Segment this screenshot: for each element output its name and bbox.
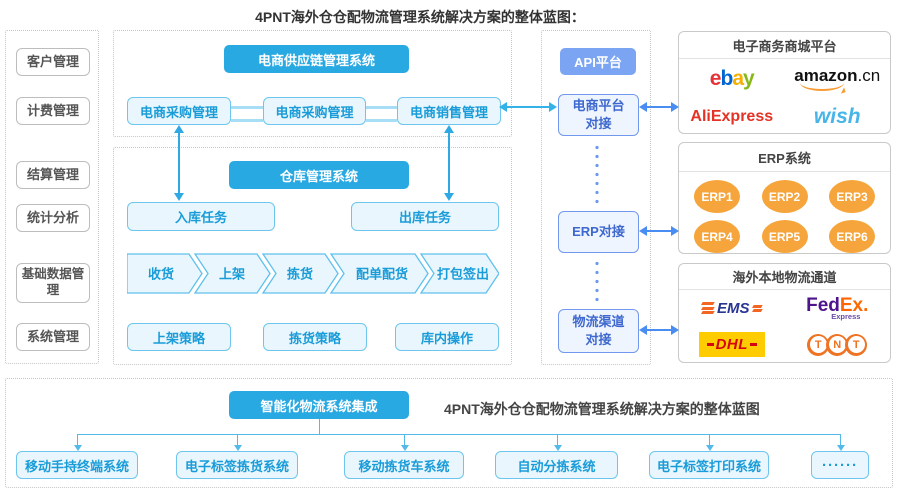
wish-logo: wish bbox=[813, 105, 861, 129]
supply-chain-header: 电商供应链管理系统 bbox=[224, 45, 409, 73]
mall-platforms-panel: 电子商务商城平台 ebay amazon.cn AliExpress wish bbox=[678, 31, 891, 134]
tree-drop-arrow bbox=[73, 434, 82, 451]
sidebar-item-statistics: 统计分析 bbox=[16, 204, 90, 232]
inwarehouse-ops-box: 库内操作 bbox=[395, 323, 499, 351]
erp-node: ERP2 bbox=[761, 180, 808, 213]
sales-mgmt-box: 电商销售管理 bbox=[397, 97, 501, 125]
api-logistics-arrow bbox=[639, 325, 679, 335]
flow-step-receive: 收货 bbox=[148, 267, 174, 282]
warehouse-panel: 仓库管理系统 入库任务 出库任务 收货 上架 拣货 配单配货 打包签出 上架策略… bbox=[113, 147, 512, 365]
erp-systems-header: ERP系统 bbox=[679, 143, 890, 172]
sidebar-item-basic-data: 基础数据管理 bbox=[16, 263, 90, 303]
erp-docking-box: ERP对接 bbox=[558, 211, 639, 253]
api-platform-header: API平台 bbox=[560, 48, 636, 75]
sidebar-panel: 客户管理 计费管理 结算管理 统计分析 基础数据管理 系统管理 bbox=[5, 30, 99, 364]
erp-systems-panel: ERP系统 ERP1 ERP2 ERP3 ERP4 ERP5 ERP6 bbox=[678, 142, 891, 254]
logistics-channels-header: 海外本地物流通道 bbox=[679, 264, 890, 290]
fedex-logo: FedEx. Express bbox=[806, 294, 869, 321]
outbound-task-box: 出库任务 bbox=[351, 202, 499, 231]
logistics-logos-grid: EMS FedEx. Express DHL T N T bbox=[679, 290, 890, 363]
inbound-task-box: 入库任务 bbox=[127, 202, 275, 231]
auto-sorting-box: 自动分拣系统 bbox=[495, 451, 618, 479]
aliexpress-logo: AliExpress bbox=[690, 107, 774, 125]
erp-node: ERP4 bbox=[694, 220, 740, 253]
ecommerce-docking-box: 电商平台对接 bbox=[558, 94, 639, 136]
dotted-connector bbox=[595, 259, 599, 305]
logistics-docking-box: 物流渠道对接 bbox=[558, 309, 639, 353]
flow-step-pack: 打包签出 bbox=[437, 267, 489, 282]
ems-logo: EMS bbox=[701, 300, 763, 317]
sidebar-item-system: 系统管理 bbox=[16, 323, 90, 351]
mobile-picking-cart-box: 移动拣货车系统 bbox=[344, 451, 464, 479]
etag-picking-box: 电子标签拣货系统 bbox=[176, 451, 298, 479]
erp-node: ERP1 bbox=[694, 180, 740, 213]
ebay-logo: ebay bbox=[709, 67, 755, 91]
erp-node: ERP3 bbox=[829, 180, 875, 213]
sidebar-item-settlement: 结算管理 bbox=[16, 161, 90, 189]
api-erp-arrow bbox=[639, 226, 679, 236]
tree-drop-arrow bbox=[705, 434, 714, 451]
integration-header: 智能化物流系统集成 bbox=[229, 391, 409, 419]
picking-strategy-box: 拣货策略 bbox=[263, 323, 367, 351]
purchase-mgmt-box-2: 电商采购管理 bbox=[263, 97, 366, 125]
warehouse-header: 仓库管理系统 bbox=[229, 161, 409, 189]
integration-caption: 4PNT海外仓仓配物流管理系统解决方案的整体蓝图 bbox=[444, 401, 760, 417]
integration-panel: 智能化物流系统集成 4PNT海外仓仓配物流管理系统解决方案的整体蓝图 移动手持终… bbox=[5, 378, 893, 488]
ems-dash-icon bbox=[751, 304, 763, 312]
ems-wing-icon bbox=[701, 302, 715, 314]
dotted-connector bbox=[595, 143, 599, 205]
dhl-logo: DHL bbox=[698, 332, 765, 358]
api-platform-panel: API平台 电商平台对接 ERP对接 物流渠道对接 bbox=[541, 30, 651, 365]
etag-printing-box: 电子标签打印系统 bbox=[649, 451, 769, 479]
box-connector bbox=[231, 106, 263, 122]
api-mall-arrow bbox=[639, 102, 679, 112]
erp-node: ERP5 bbox=[761, 220, 808, 253]
shelving-strategy-box: 上架策略 bbox=[127, 323, 231, 351]
mall-logos-grid: ebay amazon.cn AliExpress wish bbox=[679, 59, 890, 135]
tree-drop-arrow bbox=[553, 434, 562, 451]
sales-api-arrow bbox=[499, 102, 557, 112]
tree-drop-arrow bbox=[233, 434, 242, 451]
tnt-logo: T N T bbox=[807, 333, 868, 356]
amazon-logo: amazon.cn bbox=[794, 67, 880, 91]
logistics-channels-panel: 海外本地物流通道 EMS FedEx. Express DHL T N T bbox=[678, 263, 891, 363]
erp-grid: ERP1 ERP2 ERP3 ERP4 ERP5 ERP6 bbox=[679, 172, 890, 253]
purchase-mgmt-box-1: 电商采购管理 bbox=[127, 97, 231, 125]
box-connector bbox=[366, 106, 397, 122]
page-title: 4PNT海外仓仓配物流管理系统解决方案的整体蓝图： bbox=[255, 9, 585, 25]
erp-node: ERP6 bbox=[829, 220, 875, 253]
tree-rail bbox=[77, 434, 840, 435]
flow-step-allocate: 配单配货 bbox=[356, 267, 408, 282]
mobile-handheld-box: 移动手持终端系统 bbox=[16, 451, 138, 479]
tree-stem bbox=[319, 419, 320, 434]
supply-chain-panel: 电商供应链管理系统 电商采购管理 电商采购管理 电商销售管理 bbox=[113, 30, 512, 137]
flow-step-pick: 拣货 bbox=[287, 267, 313, 282]
more-systems-box: ······ bbox=[811, 451, 869, 479]
sidebar-item-billing: 计费管理 bbox=[16, 97, 90, 125]
tree-drop-arrow bbox=[836, 434, 845, 451]
amazon-smile-icon bbox=[800, 82, 845, 91]
sales-outbound-arrow bbox=[444, 125, 454, 201]
mall-platforms-header: 电子商务商城平台 bbox=[679, 32, 890, 59]
purchase-inbound-arrow bbox=[174, 125, 184, 201]
tree-drop-arrow bbox=[400, 434, 409, 451]
flow-step-shelve: 上架 bbox=[219, 267, 245, 282]
process-flow-chevrons: 收货 上架 拣货 配单配货 打包签出 bbox=[127, 253, 499, 294]
sidebar-item-customer: 客户管理 bbox=[16, 48, 90, 76]
